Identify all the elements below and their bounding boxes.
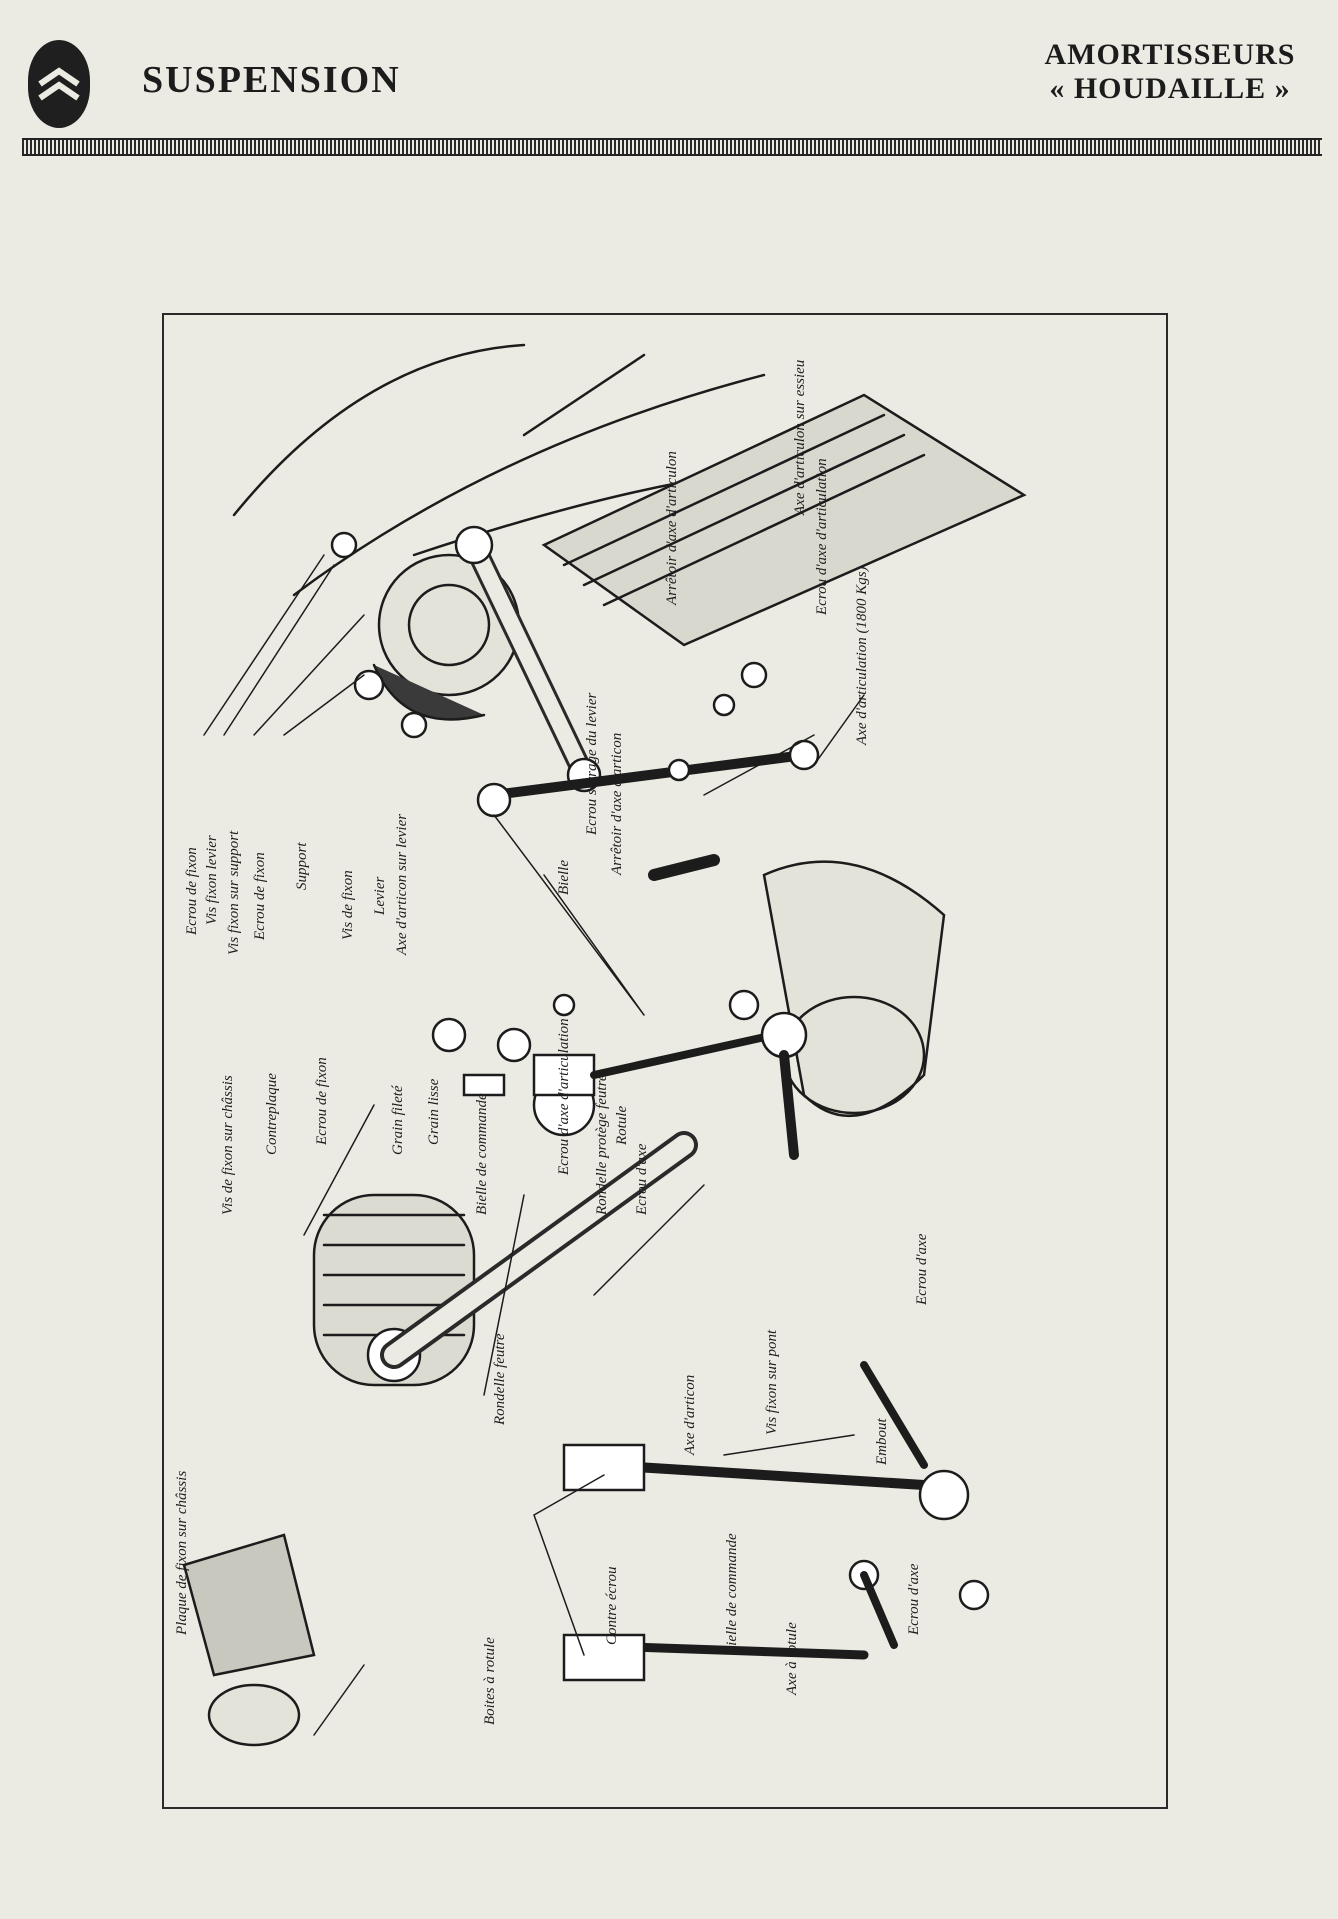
label-ecrou-serrage: Ecrou serrage du levier — [584, 692, 600, 835]
label-arretoir-axe-artic: Arrêtoir d'axe d'articon — [609, 732, 625, 875]
label-bielle-commande-2: Bielle de commande — [724, 1533, 740, 1655]
label-ecrou-axe-articulation-2: Ecrou d'axe d'articulation — [556, 1018, 572, 1175]
label-ecrou-fix-2: Ecrou de fixon — [252, 852, 268, 940]
label-rotule: Rotule — [614, 1105, 630, 1145]
label-grain-filete: Grain fileté — [390, 1085, 406, 1155]
heading-line-2: « HOUDAILLE » — [1049, 72, 1291, 105]
label-rondelle-protege: Rondelle protège feutre — [594, 1074, 610, 1215]
label-bielle-commande: Bielle de commande — [474, 1093, 490, 1215]
label-vis-fix-levier: Vis fixon levier — [204, 835, 220, 925]
label-ecrou-axe-2: Ecrou d'axe — [914, 1233, 930, 1305]
label-vis-fix-support: Vis fixon sur support — [226, 830, 242, 955]
label-ecrou-axe-1: Ecrou d'axe — [634, 1143, 650, 1215]
page-header: SUSPENSION AMORTISSEURS « HOUDAILLE » — [0, 0, 1338, 160]
label-ecrou-axe-3: Ecrou d'axe — [906, 1563, 922, 1635]
heading-line-1: AMORTISSEURS — [1044, 38, 1296, 71]
label-ecrou-fix-3: Ecrou de fixon — [314, 1057, 330, 1145]
label-boites-rotule: Boites à rotule — [482, 1637, 498, 1725]
label-contreplaque: Contreplaque — [264, 1073, 280, 1155]
section-title: SUSPENSION — [142, 59, 401, 101]
label-vis-fix: Vis de fixon — [340, 870, 356, 940]
label-rondelle-feutre: Rondelle feutre — [492, 1333, 508, 1426]
label-grain-lisse: Grain lisse — [426, 1078, 442, 1145]
label-plaque-fix: Plaque de fixon sur châssis — [174, 1470, 190, 1635]
label-axe-articul-essieu: Axe d'articulon sur essieu — [792, 359, 808, 515]
label-axe-artic: Axe d'articon — [682, 1374, 698, 1455]
label-vis-fix-chassis: Vis de fixon sur châssis — [220, 1075, 236, 1215]
label-ecrou-axe-articulation: Ecrou d'axe d'articulation — [814, 458, 830, 615]
label-ecrou-fix-1: Ecrou de fixon — [184, 847, 200, 935]
label-levier: Levier — [372, 876, 388, 915]
header-rule — [22, 138, 1322, 156]
label-axe-rotule: Axe à rotule — [784, 1622, 800, 1695]
page-heading: AMORTISSEURS « HOUDAILLE » — [1010, 38, 1330, 106]
double-chevron-icon — [38, 67, 80, 101]
label-arretoir-axe-articulation: Arrêtoir d'axe d'articulon — [664, 451, 680, 605]
label-embout: Embout — [874, 1418, 890, 1465]
suspension-drawing — [182, 343, 1027, 1747]
citroen-logo — [28, 40, 90, 128]
label-bielle-top: Bielle — [556, 860, 572, 895]
label-vis-fix-pont: Vis fixon sur pont — [764, 1329, 780, 1435]
label-axe-artic-levier: Axe d'articon sur levier — [394, 813, 410, 955]
label-axe-articulation-1800: Axe d'articulation (1800 Kgs) — [854, 566, 870, 745]
label-contre-ecrou: Contre écrou — [604, 1566, 620, 1645]
label-support: Support — [294, 842, 310, 890]
exploded-diagram-figure: Ecrou de fixon Vis fixon levier Vis fixo… — [162, 313, 1168, 1809]
